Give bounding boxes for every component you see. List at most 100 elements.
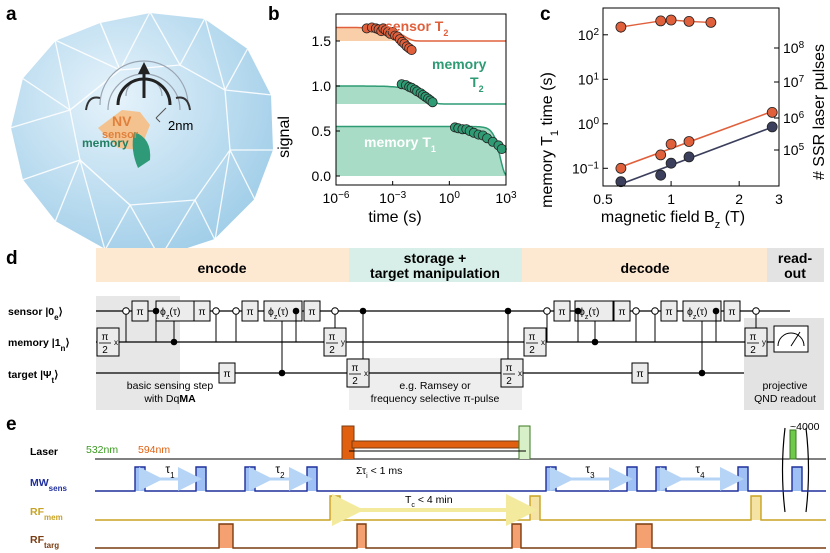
note-sensing-1: basic sensing step: [127, 380, 214, 392]
c-point-2-1: [655, 169, 667, 181]
c16-dot: [712, 307, 720, 315]
storage-label: storage +: [404, 250, 467, 266]
decode-band: [522, 248, 767, 282]
c-ylabel-right: # SSR laser pulses: [811, 44, 828, 180]
gate-pi2-targ-1: [346, 358, 370, 388]
rfmem-pulse-fill-0: [330, 496, 340, 520]
mw-pulse-fill-4: [546, 467, 556, 491]
tau-label-3: τ4: [695, 462, 705, 480]
mw-pulse-fill-6: [656, 467, 666, 491]
gate-pi2-mem-3-num: π: [529, 332, 536, 343]
spin-arrow-head: [138, 62, 150, 74]
c-xtick-label-3: 3: [775, 191, 783, 207]
row-label-target: target |Ψt⟩: [8, 369, 58, 385]
gate-pi-s6-label: π: [618, 306, 625, 318]
gate-pi-s6: [613, 300, 631, 322]
b-label-memory-t2-a: memory: [432, 56, 487, 72]
c-ytick-label-3: 102: [578, 26, 600, 43]
b-label-memory-t1: memory T1: [364, 134, 436, 154]
c-point-2-3: [683, 151, 695, 163]
c-rtick-label-1: 106: [783, 110, 805, 127]
c-point-1-2: [665, 138, 677, 150]
rftarg-trace: [95, 523, 826, 549]
note-readout-2: QND readout: [754, 393, 816, 405]
c-point-2-0: [615, 176, 627, 188]
c-rtick-label-3: 108: [783, 40, 805, 57]
gate-pi2-mem-3: [523, 327, 547, 357]
b-xtick-label-1: 10−3: [379, 190, 406, 207]
b-xtick-label-2: 100: [439, 190, 461, 207]
gate-pi2-mem-1-den: 2: [102, 345, 108, 356]
sum-tau-label: Στi < 1 ms: [356, 465, 402, 480]
c-point-1-0: [615, 162, 627, 174]
c6-dot: [292, 307, 300, 315]
c-fit-0: [620, 126, 773, 185]
encode-band: [96, 248, 349, 282]
c-fit-1: [620, 110, 773, 168]
panel-label-a: a: [6, 4, 17, 25]
c-ytick-label-2: 101: [578, 71, 600, 88]
b-point-1-11: [427, 97, 438, 108]
gate-phi-4-label: ϕz(τ): [687, 306, 708, 321]
b-frame: [335, 13, 507, 186]
readout-label-2: out: [784, 265, 806, 281]
c3-dot: [212, 307, 220, 315]
gate-pi-s7-label: π: [665, 306, 672, 318]
pulse-count-label: ~4000: [790, 421, 820, 433]
diamond-facets: [9, 11, 274, 260]
mw-label: MWsens: [30, 477, 67, 493]
row-label-memory: memory |1n⟩: [8, 337, 70, 353]
c-rtick-label-2: 107: [783, 74, 805, 91]
gate-pi2-mem-2-num: π: [329, 332, 336, 343]
c-xlabel: magnetic field Bz (T): [601, 209, 745, 231]
gate-pi-t1: [218, 362, 236, 384]
panel-label-b: b: [268, 4, 280, 25]
b-label-memory-t2-b: T2: [470, 74, 484, 94]
gate-pi2-mem-4-den: 2: [750, 345, 756, 356]
gate-pi2-mem-2-axis: y: [341, 338, 345, 347]
b-ytick-label-1: 0.5: [312, 123, 332, 139]
c13-dot: [632, 307, 640, 315]
gate-pi-s2-label: π: [198, 306, 205, 318]
scale-label: 2nm: [168, 118, 193, 133]
b-memory-t1-fill: [336, 126, 506, 176]
c-ytick-label-1: 100: [578, 115, 600, 132]
rftarg-pulse-fill-1: [357, 524, 366, 548]
gate-pi2-mem-4-axis: y: [762, 338, 766, 347]
gate-phi-2-label: ϕz(τ): [268, 306, 289, 321]
gate-pi2-mem-3-den: 2: [529, 345, 535, 356]
rftarg-pulse-fill-0: [219, 524, 233, 548]
note-ramsey-1: e.g. Ramsey or: [399, 380, 471, 392]
gate-pi-s5-label: π: [558, 306, 565, 318]
panel-d: d encode storage + target manipulation d…: [6, 248, 824, 410]
gate-pi2-mem-3-axis: x: [541, 338, 545, 347]
c1-dot: [122, 307, 130, 315]
b-memory-t1-fit: [336, 125, 507, 176]
gate-pi-s2: [193, 300, 211, 322]
gate-pi2-mem-1-axis: x: [114, 338, 118, 347]
b-xlabel: time (s): [368, 209, 421, 226]
laser-green-edge: [518, 425, 531, 459]
b-point-2-11: [496, 143, 507, 154]
meter-needle: [790, 331, 801, 347]
b-ytick-label-3: 1.5: [312, 33, 332, 49]
note-ramsey-2: frequency selective π-pulse: [371, 393, 500, 405]
gate-pi-t2: [631, 362, 649, 384]
b-xtick-label-0: 10−6: [323, 190, 350, 207]
rftarg-pulse-fill-2: [512, 524, 521, 548]
gate-pi2-targ-2-den: 2: [506, 376, 512, 387]
c17-dot: [752, 307, 760, 315]
gate-pi-s3: [241, 300, 259, 322]
c-point-1-1: [655, 149, 667, 161]
rfmem-label: RFmem: [30, 506, 63, 522]
memory-lobe: [132, 132, 151, 168]
row-label-sensor: sensor |0e⟩: [8, 306, 63, 322]
c2a-dot: [152, 307, 160, 315]
c11-dot: [574, 307, 582, 315]
gate-pi-t1-label: π: [223, 368, 230, 380]
gate-pi2-targ-2-num: π: [506, 363, 513, 374]
